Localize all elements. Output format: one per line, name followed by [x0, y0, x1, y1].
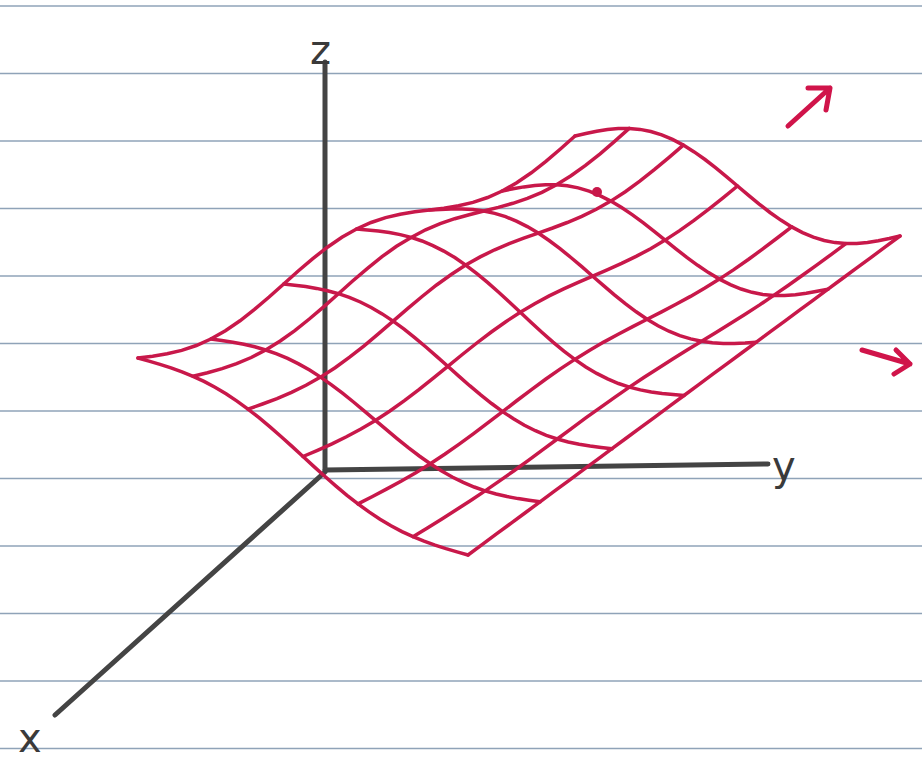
axis-label: x: [18, 718, 42, 758]
axis-label: y: [772, 446, 796, 486]
paper-rule: [0, 343, 922, 345]
paper-rule: [0, 73, 922, 75]
mesh-line: [138, 136, 575, 358]
mesh-line: [468, 236, 900, 555]
paper-rule: [0, 613, 922, 615]
paper-rule: [0, 5, 922, 7]
paper-rule: [0, 410, 922, 412]
mesh-line: [248, 145, 683, 409]
paper-rule: [0, 748, 922, 750]
mesh-line: [413, 244, 846, 537]
axes: [55, 62, 768, 715]
paper-rule: [0, 140, 922, 142]
z-axis: [323, 62, 328, 470]
paper-rule: [0, 680, 922, 682]
mesh-line: [193, 128, 629, 376]
axis-label: z: [310, 30, 331, 70]
up-arrow: [788, 88, 830, 126]
paper-rules: [0, 6, 922, 749]
y-axis: [325, 464, 768, 470]
surface-mesh: [138, 128, 900, 555]
x-axis: [55, 472, 325, 715]
paper-rule: [0, 275, 922, 277]
mesh-line: [303, 186, 738, 457]
direction-arrows: [788, 88, 910, 374]
right-arrow: [862, 350, 910, 374]
paper-rule: [0, 545, 922, 547]
surface-point: [592, 187, 602, 197]
